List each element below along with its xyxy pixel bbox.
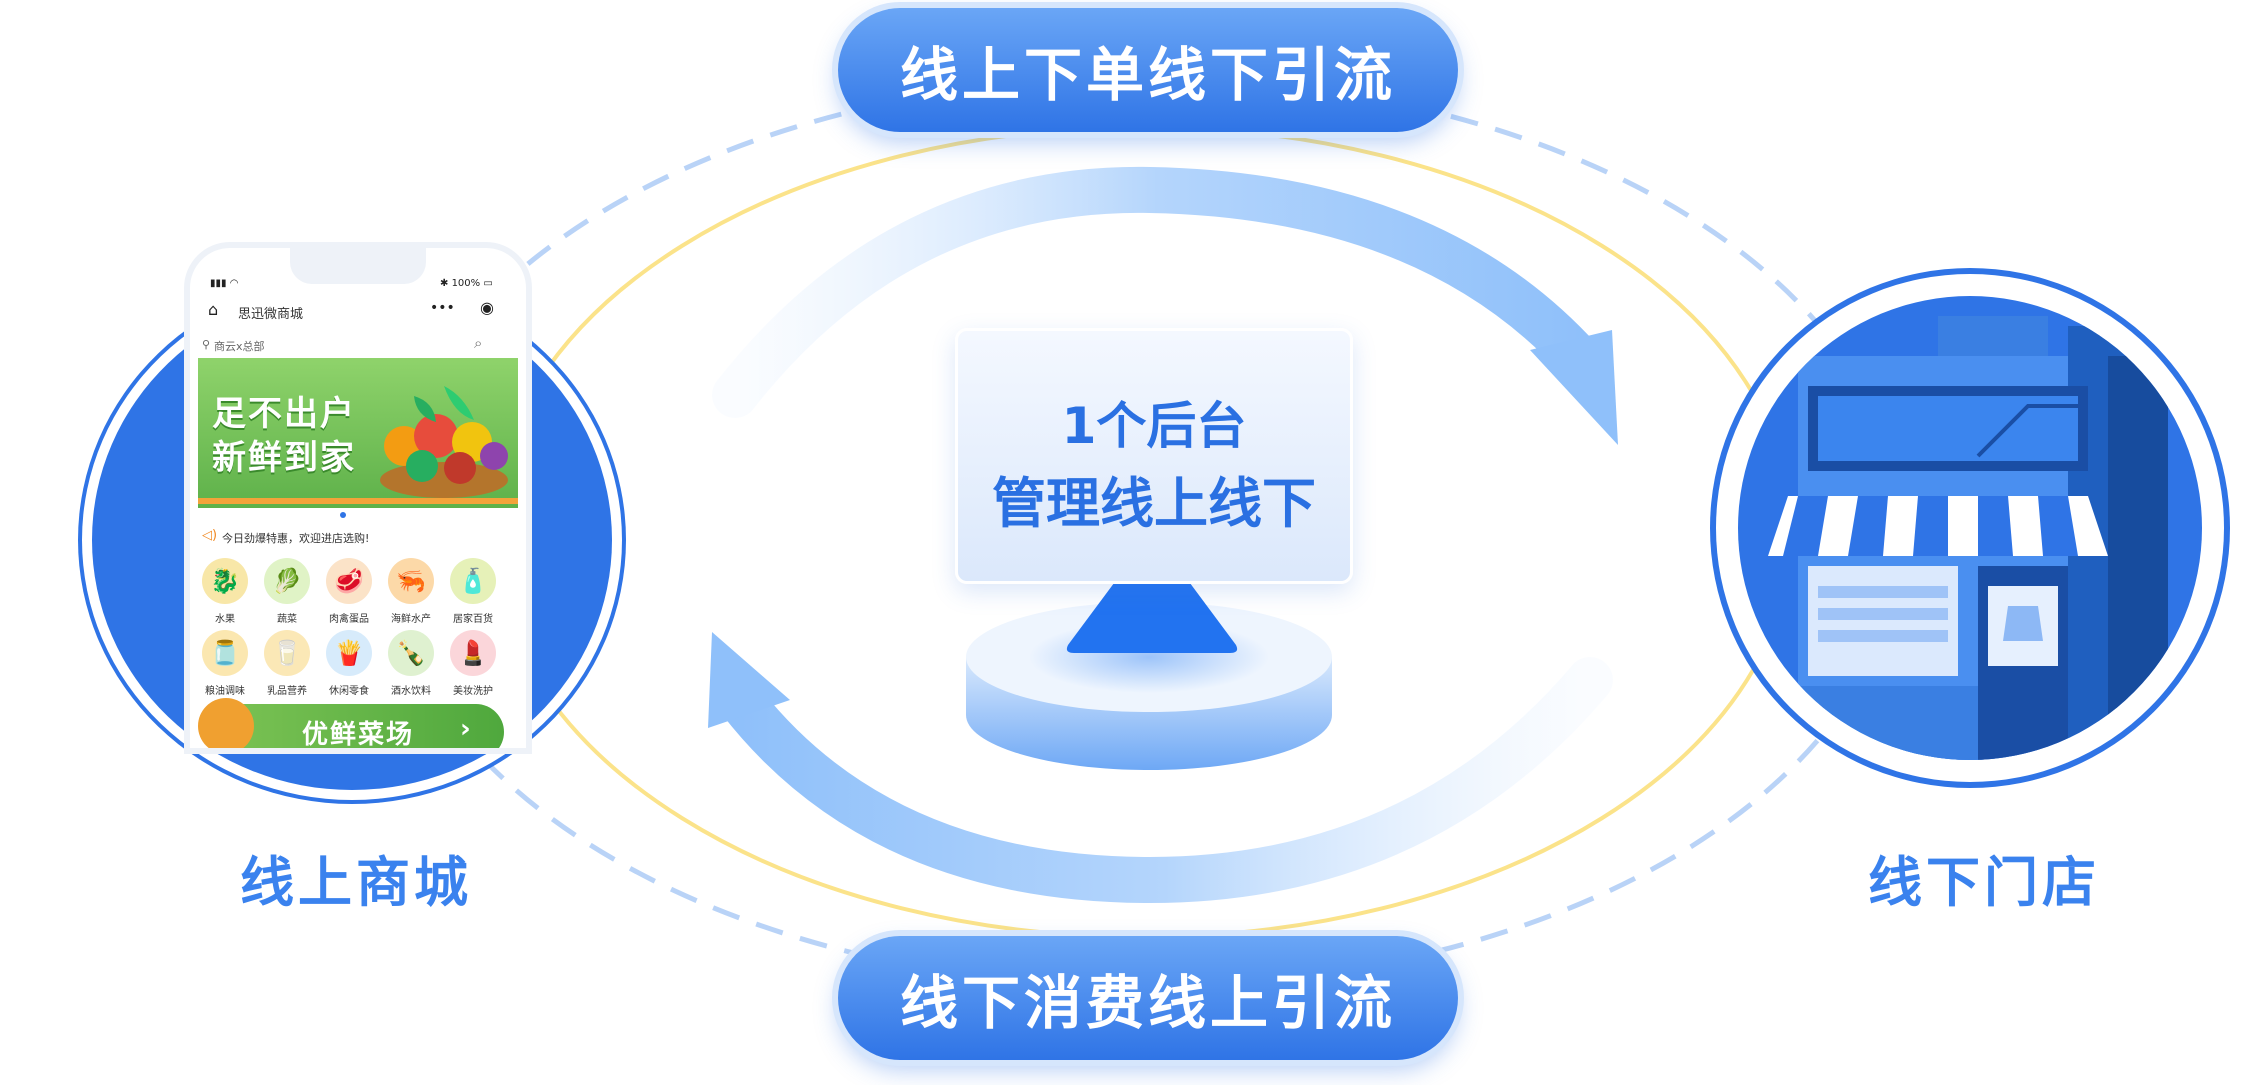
category-label: 粮油调味 <box>205 686 245 697</box>
beauty-icon: 💄 <box>450 630 496 676</box>
category-label: 休闲零食 <box>329 686 369 697</box>
household-icon: 🧴 <box>450 558 496 604</box>
bottom-banner: 线下消费线上引流 <box>838 936 1458 1060</box>
promo-text: 优鲜菜场 <box>302 720 415 748</box>
category-seafood[interactable]: 🦐 海鲜水产 <box>380 558 442 625</box>
seafood-icon: 🦐 <box>388 558 434 604</box>
category-label: 乳品营养 <box>267 686 307 697</box>
snack-icon: 🍟 <box>326 630 372 676</box>
category-label: 美妆洗护 <box>453 686 493 697</box>
oil-icon: 🫙 <box>202 630 248 676</box>
left-label: 线上商城 <box>240 851 472 914</box>
category-meat[interactable]: 🥩 肉禽蛋品 <box>318 558 380 625</box>
category-vegetable[interactable]: 🥬 蔬菜 <box>256 558 318 625</box>
category-household[interactable]: 🧴 居家百货 <box>442 558 504 625</box>
carousel-dot[interactable] <box>340 512 346 518</box>
phone-mockup: ▮▮▮ ◠ ✱ 100% ▭ ⌂ 思迅微商城 ••• ◉ ⚲ 商云x总部 ⌕ 足… <box>190 248 526 748</box>
right-label: 线下门店 <box>1868 851 2100 914</box>
category-drinks[interactable]: 🍾 酒水饮料 <box>380 630 442 697</box>
monitor-stand <box>1062 575 1242 655</box>
promo-banner[interactable]: 足不出户 新鲜到家 <box>198 358 518 508</box>
location-pin-icon: ⚲ <box>202 338 211 351</box>
notice-text: 今日劲爆特惠，欢迎进店选购! <box>222 532 370 545</box>
center-line-2: 管理线上线下 <box>992 472 1316 535</box>
location-text[interactable]: 商云x总部 <box>214 340 265 353</box>
meat-icon: 🥩 <box>326 558 372 604</box>
signal-icon: ▮▮▮ ◠ <box>210 278 239 289</box>
app-title: 思迅微商城 <box>238 307 304 322</box>
monitor-screen: 1个后台 管理线上线下 <box>955 328 1353 584</box>
fruit-basket-image <box>374 376 514 502</box>
search-icon[interactable]: ⌕ <box>474 334 483 352</box>
arrow-right-icon: › <box>460 714 471 744</box>
category-label: 居家百货 <box>453 614 493 625</box>
vegetable-icon: 🥬 <box>264 558 310 604</box>
orange-image <box>198 698 254 748</box>
phone-notch <box>290 248 426 284</box>
category-label: 肉禽蛋品 <box>329 614 369 625</box>
category-beauty[interactable]: 💄 美妆洗护 <box>442 630 504 697</box>
dairy-icon: 🥛 <box>264 630 310 676</box>
category-dairy[interactable]: 🥛 乳品营养 <box>256 630 318 697</box>
battery-status: ✱ 100% ▭ <box>440 278 493 289</box>
promo-strip[interactable]: 优鲜菜场 › <box>198 698 504 748</box>
category-grain-oil[interactable]: 🫙 粮油调味 <box>194 630 256 697</box>
banner-text-1: 足不出户 <box>212 394 356 434</box>
drink-icon: 🍾 <box>388 630 434 676</box>
category-label: 海鲜水产 <box>391 614 431 625</box>
category-label: 酒水饮料 <box>391 686 431 697</box>
fruit-icon: 🐉 <box>202 558 248 604</box>
speaker-icon: ◁) <box>202 528 218 543</box>
home-icon[interactable]: ⌂ <box>208 300 219 319</box>
store-illustration <box>1738 296 2202 760</box>
category-snacks[interactable]: 🍟 休闲零食 <box>318 630 380 697</box>
banner-text-2: 新鲜到家 <box>212 438 356 478</box>
offline-store-circle <box>1716 274 2236 784</box>
category-label: 水果 <box>215 614 235 625</box>
category-fruit[interactable]: 🐉 水果 <box>194 558 256 625</box>
battery-text: 100% <box>451 278 481 289</box>
category-label: 蔬菜 <box>277 614 297 625</box>
record-icon[interactable]: ◉ <box>480 298 494 317</box>
top-banner: 线上下单线下引流 <box>838 8 1458 132</box>
more-icon[interactable]: ••• <box>430 300 455 316</box>
center-line-1: 1个后台 <box>1061 397 1247 455</box>
